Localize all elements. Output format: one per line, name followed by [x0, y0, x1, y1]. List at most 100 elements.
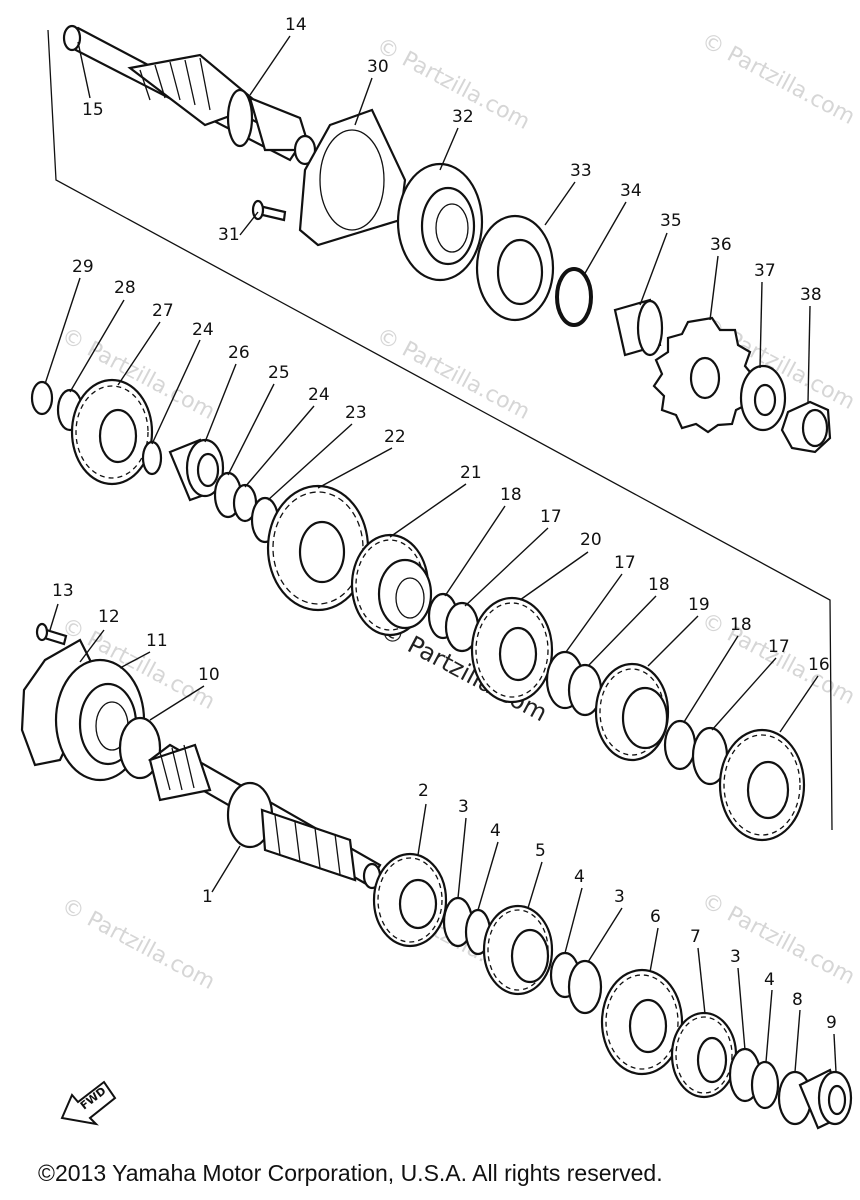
leader-line — [649, 927, 659, 973]
callout-number: 8 — [792, 990, 803, 1010]
callout-number: 4 — [574, 867, 585, 887]
callout-number: 34 — [620, 181, 642, 201]
callout-number: 4 — [764, 970, 775, 990]
leader-line — [119, 651, 151, 669]
leader-line — [779, 675, 819, 733]
leader-line — [697, 947, 706, 1015]
watermark: © Partzilla.com — [57, 893, 219, 995]
leader-line — [457, 817, 467, 899]
watermark: © Partzilla.com — [372, 323, 534, 425]
screw — [35, 622, 68, 646]
leader-line — [711, 657, 777, 731]
drive-axle-assembly — [62, 24, 832, 454]
leader-line — [354, 77, 373, 126]
leader-lines — [44, 35, 837, 1073]
callout-labels: 1415303132333435363738292827242625242322… — [52, 15, 837, 1033]
leader-line — [204, 363, 237, 443]
leader-line — [49, 603, 59, 631]
needle-bearing — [168, 438, 225, 502]
leader-line — [267, 423, 353, 501]
callout-number: 5 — [535, 841, 546, 861]
callout-number: 22 — [384, 427, 406, 447]
leader-line — [765, 989, 773, 1063]
screw — [251, 199, 287, 222]
callout-number: 3 — [458, 797, 469, 817]
drive-axle-gears — [30, 378, 806, 842]
callout-number: 6 — [650, 907, 661, 927]
callout-number: 15 — [82, 100, 104, 120]
callout-number: 11 — [146, 631, 168, 651]
callout-number: 13 — [52, 581, 74, 601]
callout-number: 2 — [418, 781, 429, 801]
leader-line — [249, 35, 291, 96]
callout-number: 9 — [826, 1013, 837, 1033]
callout-number: 21 — [460, 463, 482, 483]
leader-line — [519, 551, 589, 601]
leader-line — [444, 505, 506, 597]
callout-number: 19 — [688, 595, 710, 615]
leader-line — [683, 635, 739, 723]
leader-line — [244, 405, 315, 488]
callout-number: 32 — [452, 107, 474, 127]
callout-number: 26 — [228, 343, 250, 363]
leader-line — [69, 299, 125, 393]
gear — [594, 662, 670, 762]
callout-number: 24 — [308, 385, 330, 405]
leader-line — [44, 277, 81, 385]
callout-number: 37 — [754, 261, 776, 281]
leader-line — [709, 255, 719, 321]
leader-line — [544, 181, 576, 226]
leader-line — [77, 41, 91, 99]
watermark: © Partzilla.com — [697, 888, 859, 990]
gear — [670, 1011, 738, 1099]
callout-number: 29 — [72, 257, 94, 277]
leader-line — [389, 483, 467, 538]
gear — [70, 378, 154, 486]
gear — [470, 596, 554, 704]
callout-number: 33 — [570, 161, 592, 181]
leader-line — [583, 201, 627, 276]
callout-number: 10 — [198, 665, 220, 685]
callout-number: 17 — [540, 507, 562, 527]
callout-number: 36 — [710, 235, 732, 255]
gear — [718, 728, 806, 842]
callout-number: 16 — [808, 655, 830, 675]
circlip — [663, 719, 697, 771]
callout-number: 38 — [800, 285, 822, 305]
gear — [266, 484, 370, 612]
callout-number: 4 — [490, 821, 501, 841]
callout-number: 17 — [768, 637, 790, 657]
callout-number: 3 — [614, 887, 625, 907]
circlip — [750, 1060, 780, 1110]
callout-number: 1 — [202, 887, 213, 907]
callout-number: 31 — [218, 225, 240, 245]
frame-lines — [47, 29, 833, 831]
washer — [567, 959, 603, 1015]
gear — [482, 904, 554, 996]
leader-line — [647, 615, 699, 667]
callout-number: 17 — [614, 553, 636, 573]
oil-seal — [475, 214, 555, 322]
callout-number: 18 — [648, 575, 670, 595]
leader-line — [151, 339, 201, 445]
leader-line — [759, 281, 763, 369]
watermark: © Partzilla.com — [697, 608, 859, 710]
leader-line — [587, 595, 657, 667]
callout-number: 7 — [690, 927, 701, 947]
leader-line — [417, 803, 427, 856]
leader-line — [587, 907, 623, 963]
callout-number: 18 — [730, 615, 752, 635]
callout-number: 23 — [345, 403, 367, 423]
gear — [372, 852, 448, 948]
callout-number: 24 — [192, 320, 214, 340]
bearing — [396, 162, 484, 282]
callout-number: 14 — [285, 15, 307, 35]
collar — [613, 298, 664, 357]
leader-line — [564, 887, 583, 954]
leader-line — [79, 629, 105, 663]
leader-line — [149, 685, 205, 721]
leader-line — [317, 447, 393, 489]
callout-number: 35 — [660, 211, 682, 231]
leader-line — [227, 383, 275, 476]
